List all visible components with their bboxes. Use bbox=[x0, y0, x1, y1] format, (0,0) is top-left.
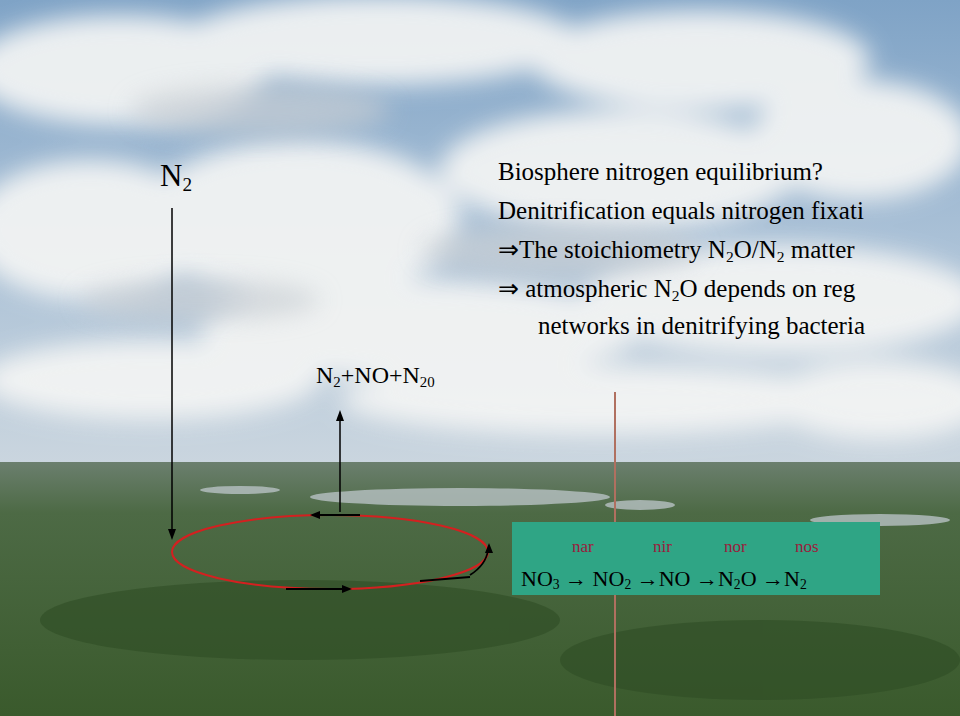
slide-title: Biosphere nitrogen equilibrium? bbox=[498, 158, 823, 186]
subscript: 3 bbox=[553, 577, 560, 592]
enzyme-label: nor bbox=[724, 538, 747, 557]
bullet-line: ⇒The stoichiometry N2O/N2 matter bbox=[498, 236, 855, 264]
subscript: 20 bbox=[420, 374, 435, 390]
subscript: 2 bbox=[726, 248, 734, 265]
subscript: 2 bbox=[333, 374, 340, 390]
subscript: 2 bbox=[672, 287, 680, 304]
bullet-line: Denitrification equals nitrogen fixati bbox=[498, 197, 864, 225]
subscript: 2 bbox=[624, 577, 631, 592]
bullet-line: networks in denitrifying bacteria bbox=[538, 312, 865, 340]
subscript: 2 bbox=[800, 577, 807, 592]
molecule-label: N2 bbox=[160, 159, 192, 193]
pathway-box: nar nir nor nosNO3 → NO2 →NO →N2O →N2 bbox=[512, 522, 880, 595]
enzyme-label: nos bbox=[795, 538, 819, 557]
subscript: 2 bbox=[182, 174, 192, 195]
molecule-label: N2+NO+N20 bbox=[316, 362, 435, 388]
reaction-chain: NO3 → NO2 →NO →N2O →N2 bbox=[521, 567, 807, 591]
enzyme-label: nir bbox=[653, 538, 672, 557]
subscript: 2 bbox=[734, 577, 741, 592]
enzyme-label: nar bbox=[572, 538, 594, 557]
bullet-line: ⇒ atmospheric N2O depends on reg bbox=[498, 275, 855, 303]
subscript: 2 bbox=[777, 248, 785, 265]
